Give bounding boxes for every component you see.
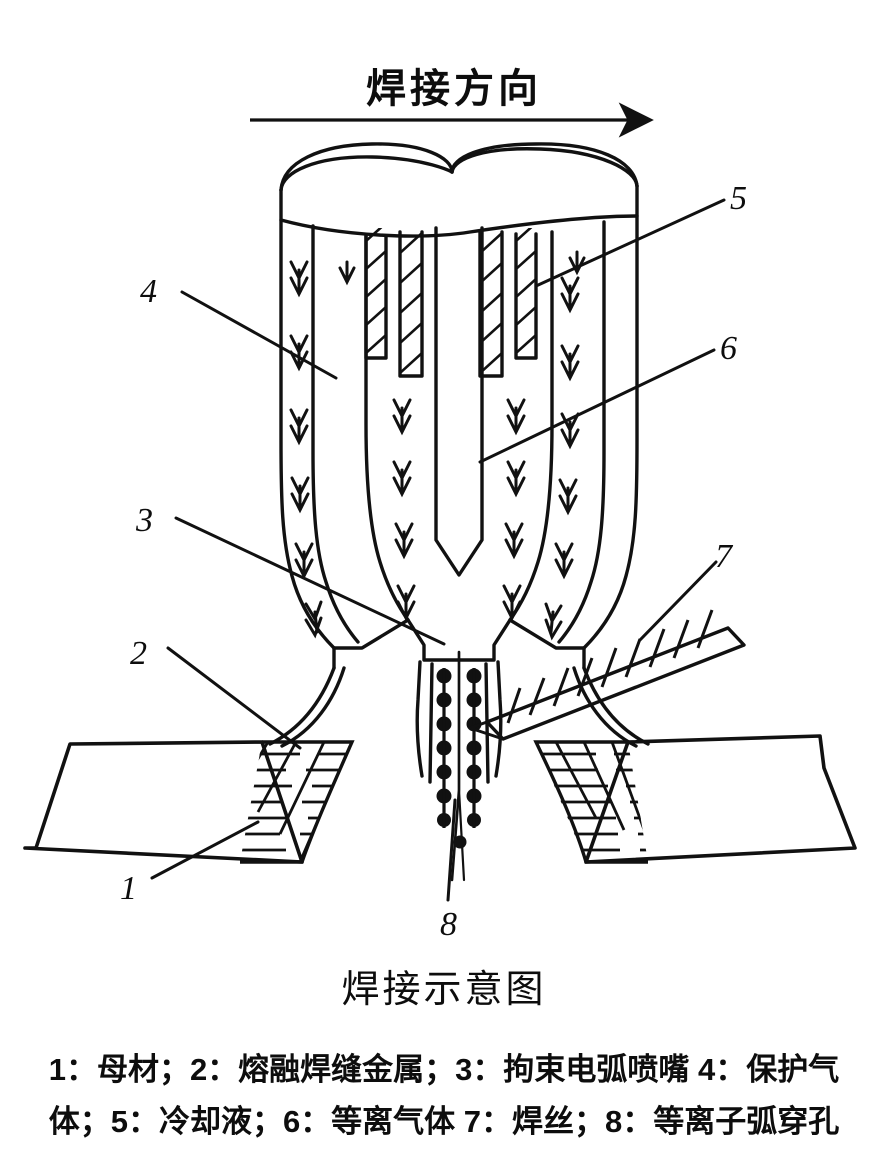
leader-line-5	[534, 198, 726, 288]
figure-legend-line-1: 1：母材；2：熔融焊缝金属；3：拘束电弧喷嘴 4：保护气	[48, 1052, 840, 1087]
figure-title: 焊接示意图	[341, 969, 547, 1011]
leader-line-8	[446, 798, 457, 902]
callout-number-5: 5	[730, 180, 747, 217]
base-metal-workpiece	[23, 734, 857, 864]
flow-arrow-column-inner-right	[502, 398, 526, 622]
callout-number-7: 7	[715, 538, 732, 575]
callout-number-3: 3	[136, 502, 153, 539]
flow-arrow-column-outer-left	[289, 260, 323, 639]
weld-pool-right-hatching	[540, 742, 648, 852]
filler-wire	[468, 609, 746, 741]
shield-gas-skirt	[268, 666, 650, 748]
callout-number-8: 8	[440, 906, 457, 943]
molten-weld-pool	[240, 740, 648, 864]
gas-flow-arrows	[289, 250, 586, 641]
coolant-jacket-tubes	[364, 230, 538, 378]
weld-pool-right	[533, 740, 648, 864]
flow-arrow-column-inner-left	[392, 398, 416, 622]
coolant-jacket-hatching	[366, 228, 536, 375]
callout-number-6: 6	[720, 330, 737, 367]
welding-direction-label: 焊接方向	[366, 66, 542, 111]
callout-number-4: 4	[140, 273, 157, 310]
leader-line-6	[478, 348, 716, 464]
electrode	[434, 226, 484, 577]
leader-line-2	[166, 646, 302, 750]
leader-line-7	[638, 560, 718, 642]
weld-pool-left-hatching	[240, 742, 352, 862]
filler-wire-tip	[468, 720, 504, 741]
callout-number-2: 2	[130, 635, 147, 672]
plasma-keyhole	[415, 650, 503, 882]
base-metal-right-plate	[584, 734, 857, 864]
torch-top-cap	[279, 142, 639, 192]
flow-arrow-column-outer-right	[544, 276, 580, 641]
callout-number-1: 1	[120, 870, 137, 907]
leader-line-3	[174, 516, 446, 646]
leader-line-4	[180, 290, 338, 380]
leader-line-1	[150, 820, 260, 880]
base-metal-left-plate	[23, 740, 304, 864]
shield-gas-channel-walls	[311, 220, 606, 644]
torch-outer-shell	[279, 184, 639, 650]
callout-leader-lines	[150, 198, 726, 902]
filler-wire-coil-ticks	[506, 609, 714, 724]
flow-arrow-column-top	[338, 250, 586, 286]
figure-legend-line-2: 体；5：冷却液；6：等离气体 7：焊丝；8：等离子弧穿孔	[48, 1104, 840, 1139]
